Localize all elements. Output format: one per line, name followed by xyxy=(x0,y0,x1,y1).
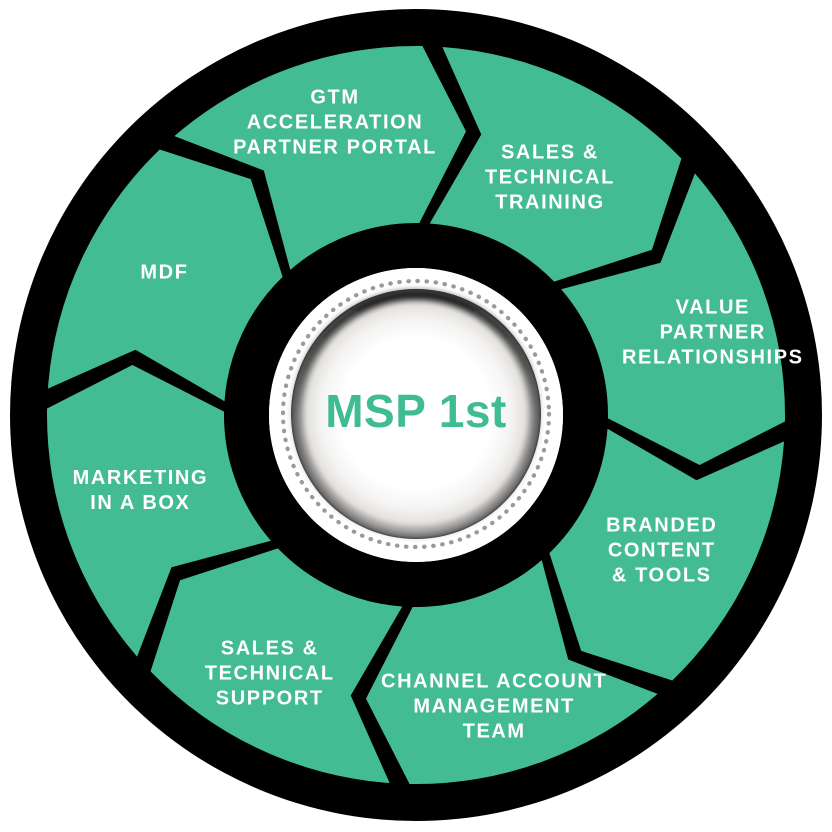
segment-sales-technical-support xyxy=(150,548,403,784)
hub-title: MSP 1st xyxy=(325,385,507,437)
segment-gtm-acceleration-partner-portal xyxy=(174,46,467,270)
segment-branded-content-tools xyxy=(549,428,785,681)
wheel-segments xyxy=(47,46,785,784)
segment-channel-account-management-team xyxy=(365,560,658,784)
hub-disc xyxy=(291,289,541,539)
segment-sales-technical-training xyxy=(429,46,682,282)
hub-dotted-border xyxy=(280,278,552,550)
segment-mdf xyxy=(47,149,283,402)
segment-marketing-in-a-box xyxy=(47,364,271,657)
segment-value-partner-relationships xyxy=(561,173,785,466)
hub-rim-shading xyxy=(293,291,539,537)
